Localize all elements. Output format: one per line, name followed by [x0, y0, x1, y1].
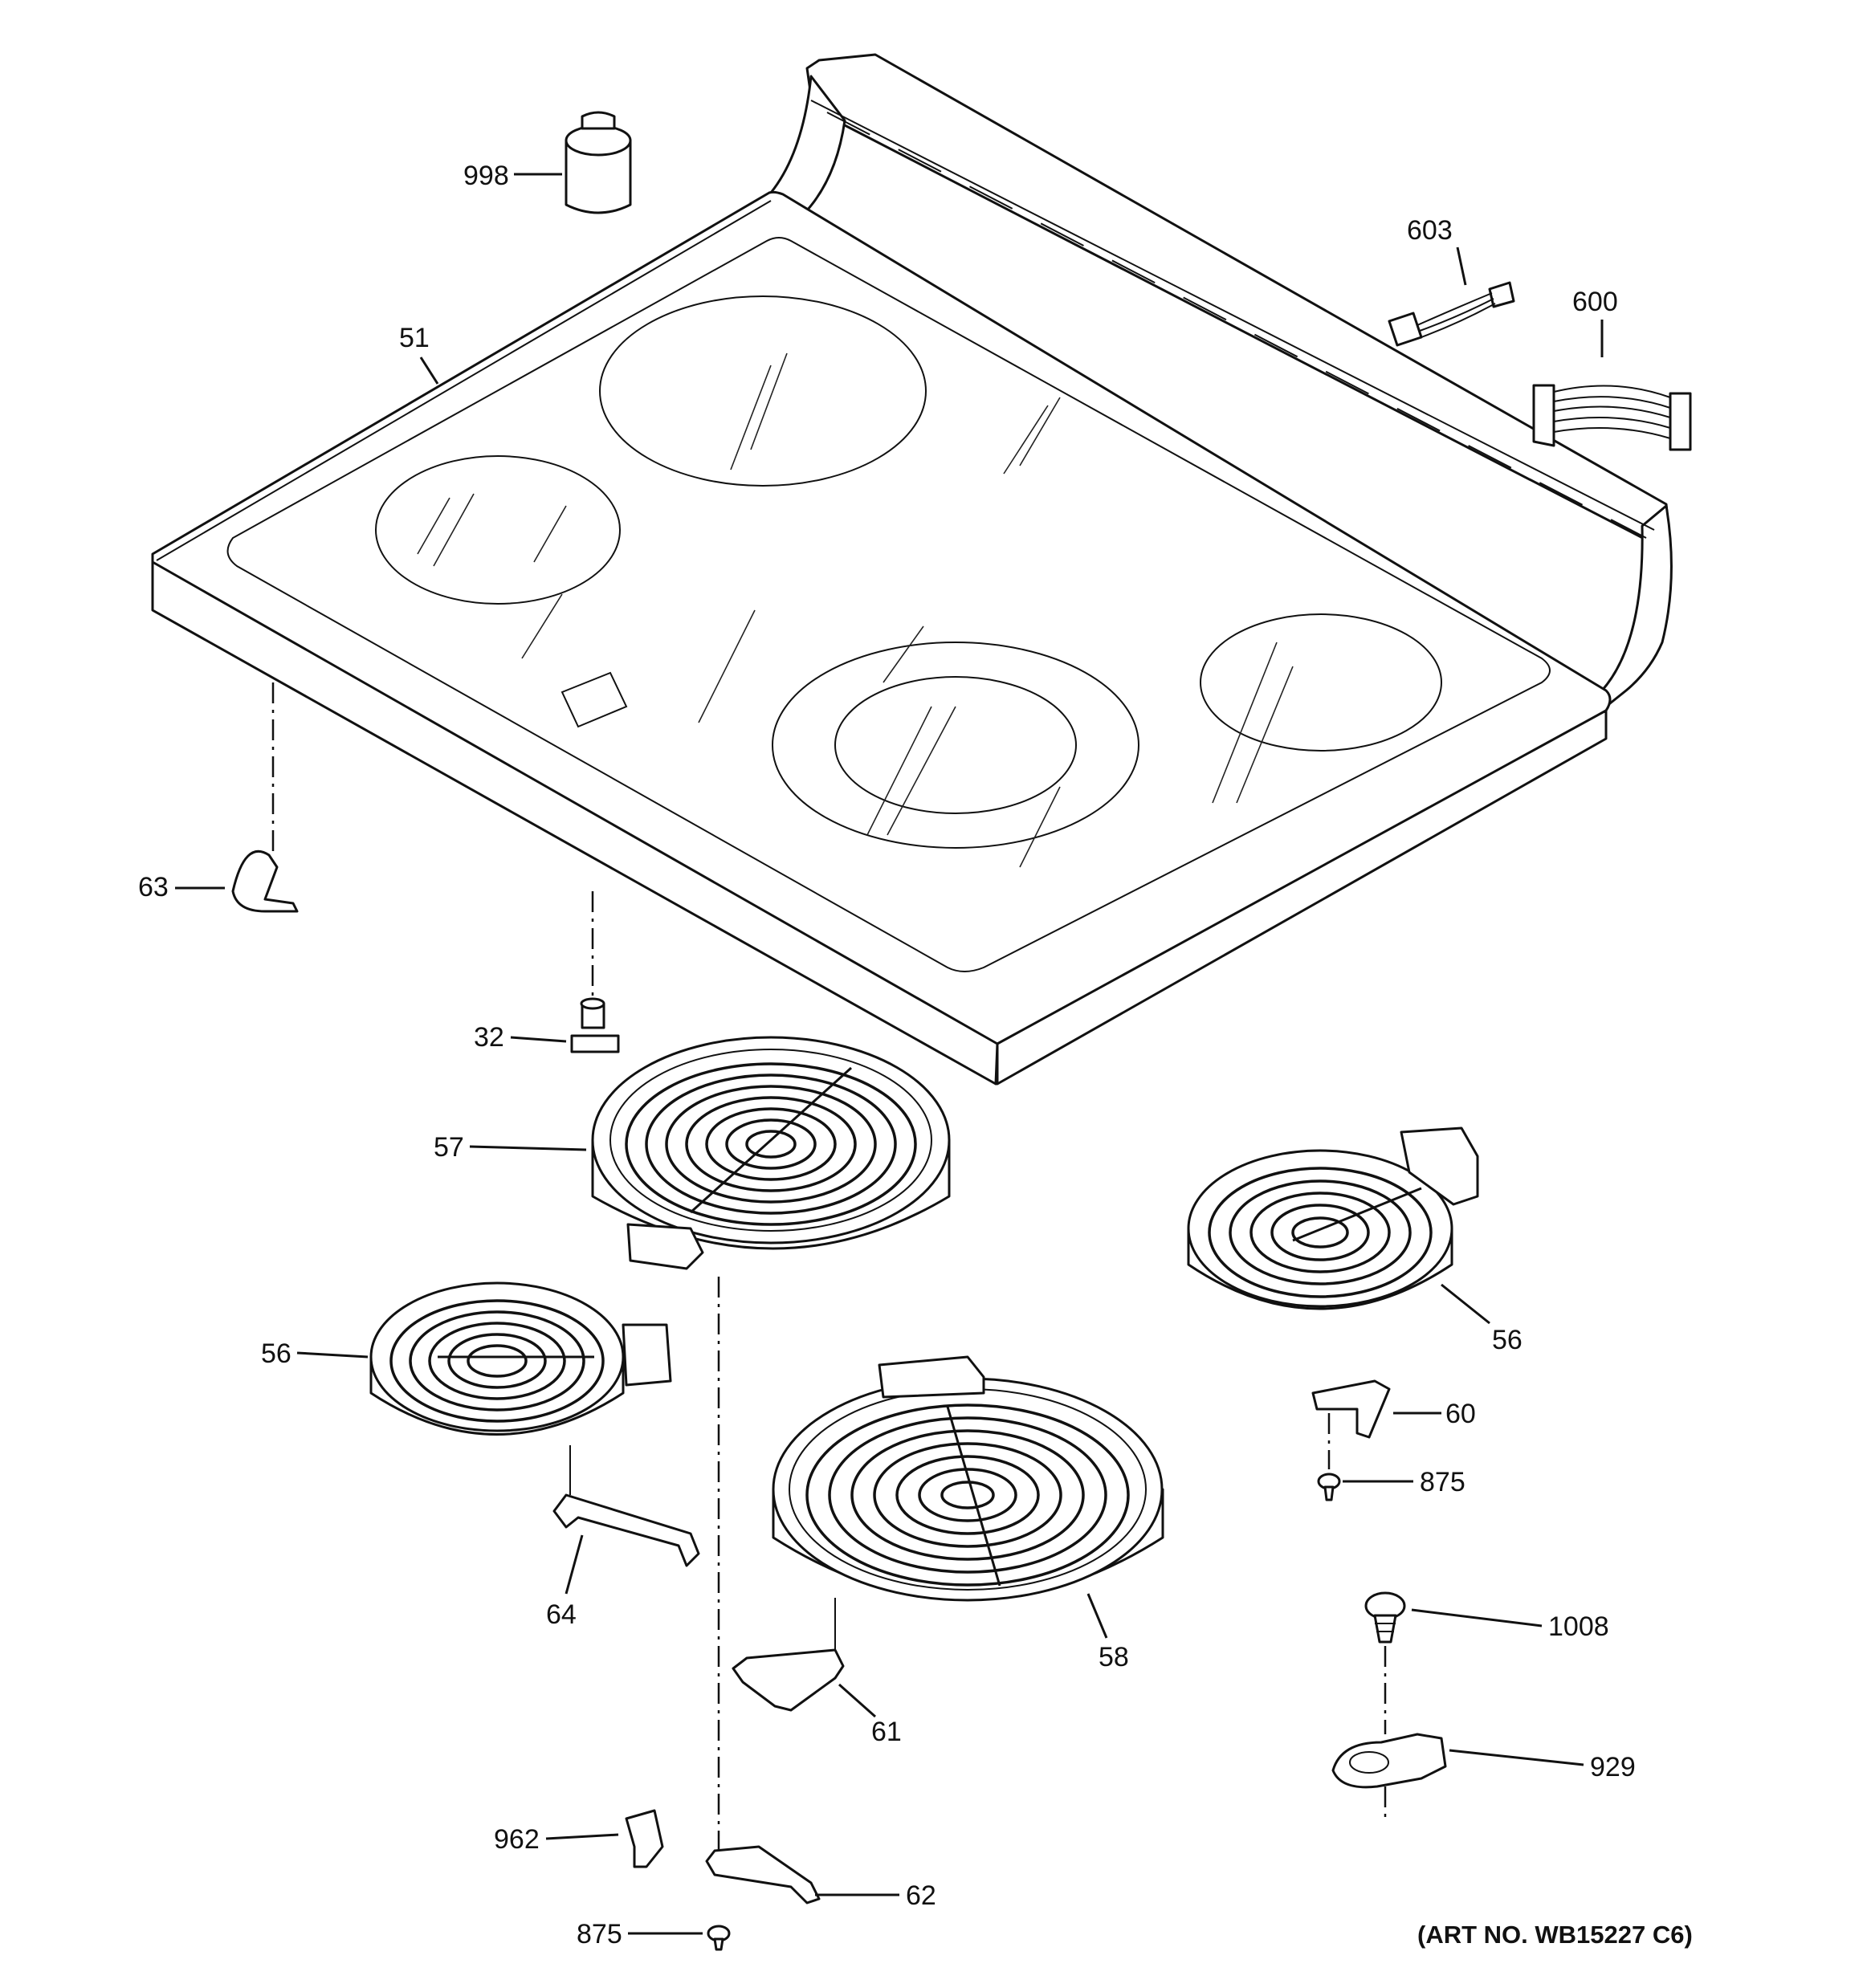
svg-text:58: 58 — [1099, 1642, 1129, 1672]
svg-text:603: 603 — [1407, 215, 1453, 246]
bracket-61 — [732, 1598, 845, 1712]
svg-text:61: 61 — [871, 1717, 902, 1747]
bracket-929 — [1331, 1733, 1447, 1823]
label-600: 600 — [1572, 287, 1618, 357]
label-32: 32 — [474, 1022, 567, 1053]
svg-text:63: 63 — [138, 872, 169, 902]
art-number: (ART NO. WB15227 C6) — [1417, 1921, 1693, 1949]
cleaner-bottle-998 — [565, 111, 632, 214]
svg-text:64: 64 — [546, 1599, 577, 1630]
svg-text:57: 57 — [434, 1132, 464, 1163]
limit-switch-32 — [570, 891, 620, 1053]
label-51: 51 — [399, 323, 439, 385]
label-962: 962 — [494, 1824, 619, 1855]
label-61: 61 — [838, 1683, 902, 1747]
bracket-64 — [552, 1445, 700, 1567]
label-58: 58 — [1086, 1593, 1129, 1672]
screw-875-right — [1317, 1473, 1341, 1501]
clip-962 — [625, 1809, 664, 1868]
screw-1008 — [1364, 1591, 1406, 1734]
bracket-60 — [1311, 1379, 1391, 1469]
radiant-element-57 — [591, 1036, 951, 1270]
label-998: 998 — [463, 161, 562, 191]
radiant-element-56-right — [1187, 1126, 1479, 1310]
label-875-right: 875 — [1343, 1467, 1465, 1497]
svg-text:1008: 1008 — [1548, 1611, 1609, 1642]
label-56-left: 56 — [261, 1338, 369, 1369]
label-63: 63 — [138, 872, 225, 902]
svg-text:962: 962 — [494, 1824, 540, 1855]
ribbon-cable-600 — [1532, 384, 1692, 451]
svg-text:51: 51 — [399, 323, 430, 353]
label-60: 60 — [1393, 1399, 1476, 1429]
svg-text:875: 875 — [1420, 1467, 1465, 1497]
svg-text:56: 56 — [261, 1338, 291, 1369]
label-929: 929 — [1449, 1749, 1636, 1782]
svg-text:600: 600 — [1572, 287, 1618, 317]
svg-text:56: 56 — [1492, 1325, 1523, 1355]
label-56-right: 56 — [1441, 1283, 1523, 1355]
radiant-element-58 — [772, 1355, 1164, 1602]
svg-text:60: 60 — [1445, 1399, 1476, 1429]
svg-text:62: 62 — [906, 1880, 936, 1911]
wire-harness-603 — [1388, 281, 1515, 347]
label-603: 603 — [1407, 215, 1467, 286]
label-64: 64 — [546, 1534, 584, 1630]
svg-text:32: 32 — [474, 1022, 504, 1053]
svg-text:875: 875 — [577, 1919, 622, 1949]
label-1008: 1008 — [1411, 1608, 1609, 1642]
label-62: 62 — [815, 1880, 936, 1911]
label-875-bottom: 875 — [577, 1919, 703, 1949]
radiant-element-56-left — [369, 1281, 672, 1436]
clip-63 — [231, 682, 299, 913]
svg-text:929: 929 — [1590, 1752, 1636, 1782]
cooktop-glass-51 — [151, 53, 1673, 1086]
label-57: 57 — [434, 1132, 587, 1163]
screw-875-bottom — [707, 1925, 731, 1951]
bracket-62 — [705, 1845, 821, 1904]
svg-text:998: 998 — [463, 161, 509, 191]
